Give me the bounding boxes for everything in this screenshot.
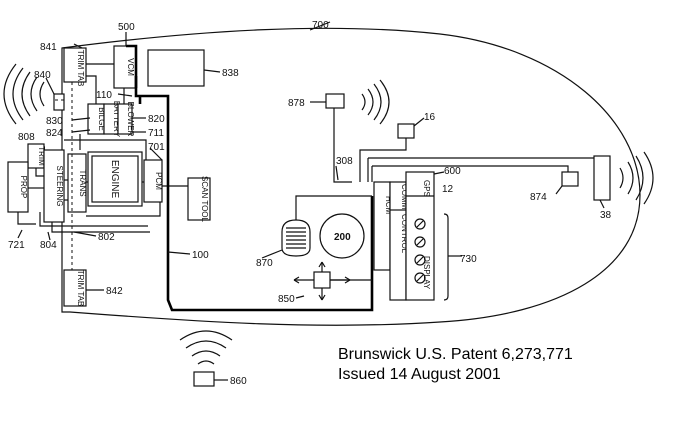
vcm-label: VCM [126,58,135,76]
antenna-waves-38 [619,151,654,205]
bus-100 [134,76,374,312]
patent-caption-line1: Brunswick U.S. Patent 6,273,771 [338,346,573,363]
control-label: CONTROL [400,214,409,254]
remote-860 [193,371,215,387]
ref-878: 878 [288,98,305,109]
transceiver-840 [53,93,65,111]
ref-308: 308 [336,156,353,167]
ref-838: 838 [222,68,239,79]
ref-110: 110 [96,90,112,101]
ref-804: 804 [40,240,57,251]
trim-tab-top-label: TRIM TAB [76,50,85,87]
gps-label: GPS [422,180,431,197]
steering-block [43,149,65,223]
antenna-waves-878 [361,79,390,125]
engine-label: ENGINE [109,160,120,199]
trim-tab-bottom-label: TRIM TAB [76,270,85,307]
device-16 [397,123,415,139]
blower-label: BLOWER [126,102,135,137]
device-838-block [147,49,205,87]
ref-840: 840 [34,70,51,81]
ref-830: 830 [46,116,63,127]
ref-200: 200 [334,232,351,243]
bracket-730 [443,213,449,301]
transceiver-878 [325,93,345,109]
bus-branch-vcm [126,44,138,88]
pcm-label: PCM [154,172,163,190]
ref-500: 500 [118,22,135,33]
ref-842: 842 [106,286,123,297]
pcm-block [143,159,163,203]
comm-label: COMM [400,184,409,210]
engine-inner [91,155,139,203]
scan-tool-label: SCAN TOOL [200,176,209,222]
ref-38: 38 [600,210,612,221]
trans-label: TRANS [78,169,87,196]
display-dials [414,218,426,284]
device-200 [319,213,365,259]
ref-820: 820 [148,114,165,125]
joystick-850 [293,261,372,301]
ref-824: 824 [46,128,63,139]
battery-label: BATTERY [112,101,121,138]
ref-850: 850 [278,294,295,305]
ref-860: 860 [230,376,247,387]
leader-16 [413,117,425,127]
leader-700 [309,21,331,31]
leader-38 [599,199,605,209]
leader-874 [555,185,563,195]
ref-870: 870 [256,258,273,269]
ref-16: 16 [424,112,436,123]
leader-850 [295,295,305,299]
leader-838 [203,69,221,73]
steering-label: STEERING [55,166,64,207]
ref-841: 841 [40,42,57,53]
ref-802: 802 [98,232,115,243]
ref-721: 721 [8,240,25,251]
scan-tool-block [187,177,211,221]
bilge-label: BILGE [97,107,106,131]
ref-711: 711 [148,128,164,139]
ref-700: 700 [312,20,329,31]
trim-tab-top-block [63,47,87,83]
hull-outline [61,27,641,326]
antenna-waves-860 [179,330,233,365]
antenna-waves-840 [3,63,45,125]
ref-12: 12 [442,184,454,195]
wiring-hcm-top [333,108,600,183]
left-leaders [17,32,339,291]
trim-tab-bottom-block [63,269,87,307]
prop-label: PROP [19,176,28,199]
ref-100: 100 [192,250,209,261]
ref-874: 874 [530,192,547,203]
hcm-label: HCM [384,196,393,215]
device-38 [593,155,611,201]
wiring-left-cluster [17,63,188,233]
trim-label: TRIM [37,146,46,166]
leader-870 [261,249,283,259]
device-874 [561,171,579,187]
patent-caption-line2: Issued 14 August 2001 [338,366,501,383]
ref-730: 730 [460,254,477,265]
helm-control-870 [281,195,372,257]
ref-600: 600 [444,166,461,177]
blower-block [117,103,133,135]
ref-808: 808 [18,132,35,143]
leader-600 [433,171,445,175]
ref-701: 701 [148,142,165,153]
gps-display-block [405,171,435,301]
display-label: DISPLAY [422,256,431,290]
